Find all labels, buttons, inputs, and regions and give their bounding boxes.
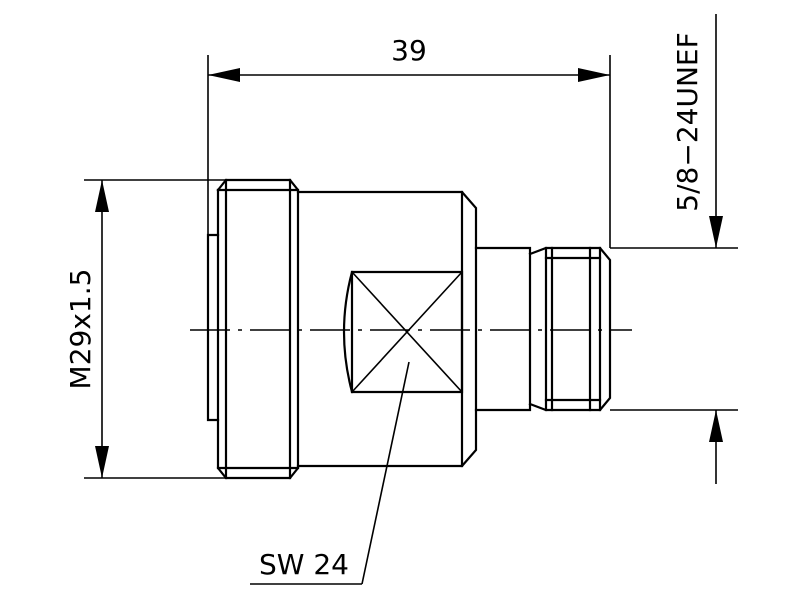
inner-thread-label: 5/8−24UNEF bbox=[671, 32, 704, 211]
threaded-end bbox=[528, 246, 612, 412]
hex-body bbox=[296, 190, 478, 468]
neck-section bbox=[474, 246, 532, 412]
wrench-size-leader: SW 24 bbox=[250, 361, 410, 585]
length-dimension: 39 bbox=[207, 34, 611, 248]
coupling-nut bbox=[206, 178, 300, 480]
outer-thread-label: M29x1.5 bbox=[64, 269, 97, 390]
inner-thread-dimension: 5/8−24UNEF bbox=[610, 14, 738, 484]
outer-thread-dimension: M29x1.5 bbox=[64, 179, 226, 479]
length-dimension-label: 39 bbox=[391, 34, 427, 67]
wrench-size-label: SW 24 bbox=[259, 548, 349, 581]
